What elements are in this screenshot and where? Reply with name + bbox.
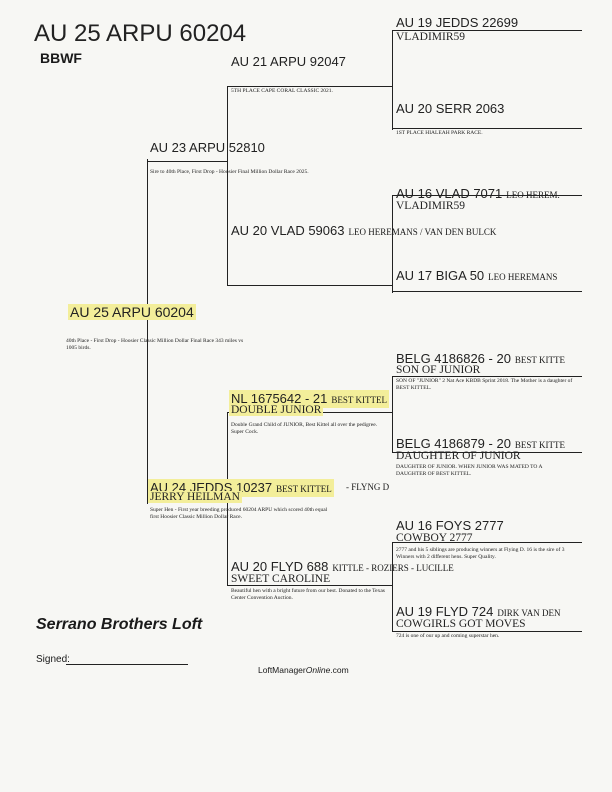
signature-line xyxy=(66,664,188,665)
dam-sire-name: DOUBLE JUNIOR xyxy=(229,404,324,416)
dd-dam-notes: 724 is one of our up and coming supersta… xyxy=(396,633,500,639)
dam-sire-notes: Double Grand Child of JUNIOR, Best Kitte… xyxy=(231,422,378,435)
dd-dam-breeder: DIRK VAN DEN xyxy=(497,608,561,618)
ss-sire-band: AU 19 JEDDS 22699 xyxy=(396,15,519,30)
dd-dam-row: AU 19 FLYD 724 DIRK VAN DEN xyxy=(396,603,560,621)
gen3-4-top xyxy=(392,542,582,543)
sire-dam-breeder: LEO HEREMANS / VAN DEN BULCK xyxy=(348,227,497,237)
ds-sire-band: BELG 4186826 - 20 xyxy=(396,351,511,366)
gen2-sire-lower-horizontal xyxy=(227,285,392,286)
sire-notes: Sire to 40th Place, First Drop - Hoosier… xyxy=(150,169,309,175)
gen3-1-vertical xyxy=(392,30,393,130)
gen3-3-top xyxy=(392,376,582,377)
sire-sire-band: AU 21 ARPU 92047 xyxy=(231,54,346,69)
ds-dam-notes: DAUGHTER OF JUNIOR. WHEN JUNIOR WAS MATE… xyxy=(396,464,543,477)
dam-name: JERRY HEILMAN xyxy=(148,491,242,503)
footer-suffix: .com xyxy=(330,665,349,675)
ds-sire-row: BELG 4186826 - 20 BEST KITTE xyxy=(396,350,565,368)
gen2-sire-lower-vertical xyxy=(227,161,228,286)
dd-sire-band: AU 16 FOYS 2777 xyxy=(396,518,504,533)
subject-notes: 40th Place - First Drop - Hoosier Classi… xyxy=(66,338,244,351)
ds-dam-name: DAUGHTER OF JUNIOR xyxy=(396,450,521,462)
color-code: BBWF xyxy=(40,50,82,66)
sd-dam-band: AU 17 BIGA 50 xyxy=(396,268,485,283)
dam-dam-name: SWEET CAROLINE xyxy=(231,573,331,585)
footer-brand: LoftManagerOnline.com xyxy=(258,665,349,675)
sire-dam-band: AU 20 VLAD 59063 xyxy=(231,223,345,238)
dam-sire-breeder: BEST KITTEL xyxy=(331,395,387,405)
gen3-2-bottom xyxy=(392,291,582,292)
gen2-dam-lower-vertical xyxy=(227,502,228,585)
dam-breeder-extra: - FLYNG D xyxy=(346,482,390,492)
ds-dam-band: BELG 4186879 - 20 xyxy=(396,436,511,451)
gen2-sire-upper-vertical xyxy=(227,86,228,161)
loft-name: Serrano Brothers Loft xyxy=(36,616,203,633)
gen2-dam-lower-horizontal xyxy=(227,585,392,586)
sire-band: AU 23 ARPU 52810 xyxy=(150,140,265,155)
ss-dam-notes: 1ST PLACE HIALEAH PARK RACE. xyxy=(396,130,483,136)
gen3-2-top xyxy=(392,195,582,196)
gen3-1-top xyxy=(392,30,582,31)
gen3-2-vertical xyxy=(392,195,393,293)
ds-dam-row: BELG 4186879 - 20 BEST KITTE xyxy=(396,435,565,453)
ds-dam-breeder: BEST KITTE xyxy=(514,440,566,450)
ss-dam-band: AU 20 SERR 2063 xyxy=(396,101,505,116)
gen2-sire-upper-horizontal xyxy=(227,86,392,87)
sd-sire-row: AU 16 VLAD 7071 LEO HEREM. xyxy=(396,185,560,203)
dam-sire-row: NL 1675642 - 21 BEST KITTEL xyxy=(229,390,389,408)
gen3-1-bottom xyxy=(392,128,582,129)
sire-connector-line xyxy=(147,161,227,162)
sd-dam-row: AU 17 BIGA 50 LEO HEREMANS xyxy=(396,267,557,285)
dam-dam-row: AU 20 FLYD 688 KITTLE - ROZIERS - LUCILL… xyxy=(231,558,454,576)
gen2-dam-upper-vertical xyxy=(227,412,228,504)
dd-sire-notes: 2777 and his 5 siblings are producing wi… xyxy=(396,547,565,560)
sire-dam-row: AU 20 VLAD 59063 LEO HEREMANS / VAN DEN … xyxy=(231,222,496,240)
sd-sire-band: AU 16 VLAD 7071 xyxy=(396,186,503,201)
sd-sire-breeder: LEO HEREM. xyxy=(506,190,560,200)
dd-dam-band: AU 19 FLYD 724 xyxy=(396,604,494,619)
footer-italic: Online xyxy=(305,665,331,675)
dd-dam-name: COWGIRLS GOT MOVES xyxy=(396,618,526,630)
footer-prefix: LoftManager xyxy=(258,665,306,675)
signed-label: Signed: xyxy=(36,654,70,665)
dam-notes: Super Hen - First year breeding produced… xyxy=(150,507,328,520)
ds-sire-breeder: BEST KITTE xyxy=(514,355,566,365)
ds-sire-name: SON OF JUNIOR xyxy=(396,364,481,376)
gen3-3-bottom xyxy=(392,452,582,453)
dam-breeder: BEST KITTEL xyxy=(276,484,332,494)
gen1-vertical-line xyxy=(147,159,148,504)
dam-sire-band: NL 1675642 - 21 xyxy=(231,391,328,406)
dd-sire-name: COWBOY 2777 xyxy=(396,532,473,544)
sire-sire-notes: 5TH PLACE CAPE CORAL CLASSIC 2021. xyxy=(231,88,333,94)
gen3-3-vertical xyxy=(392,376,393,453)
gen3-4-vertical xyxy=(392,542,393,632)
dam-dam-band: AU 20 FLYD 688 xyxy=(231,559,329,574)
dam-dam-notes: Beautiful hen with a bright future from … xyxy=(231,588,385,601)
sd-dam-breeder: LEO HEREMANS xyxy=(488,272,558,282)
dam-dam-breeder: KITTLE - ROZIERS - LUCILLE xyxy=(332,563,454,573)
gen3-4-bottom xyxy=(392,631,582,632)
sd-sire-name: VLADIMIR59 xyxy=(396,200,465,212)
pedigree-title: AU 25 ARPU 60204 xyxy=(34,20,247,47)
subject-band: AU 25 ARPU 60204 xyxy=(68,304,196,320)
ds-sire-notes: SON OF "JUNIOR" 2 Nat Ace KBDB Sprint 20… xyxy=(396,378,573,391)
ss-sire-name: VLADIMIR59 xyxy=(396,31,465,43)
